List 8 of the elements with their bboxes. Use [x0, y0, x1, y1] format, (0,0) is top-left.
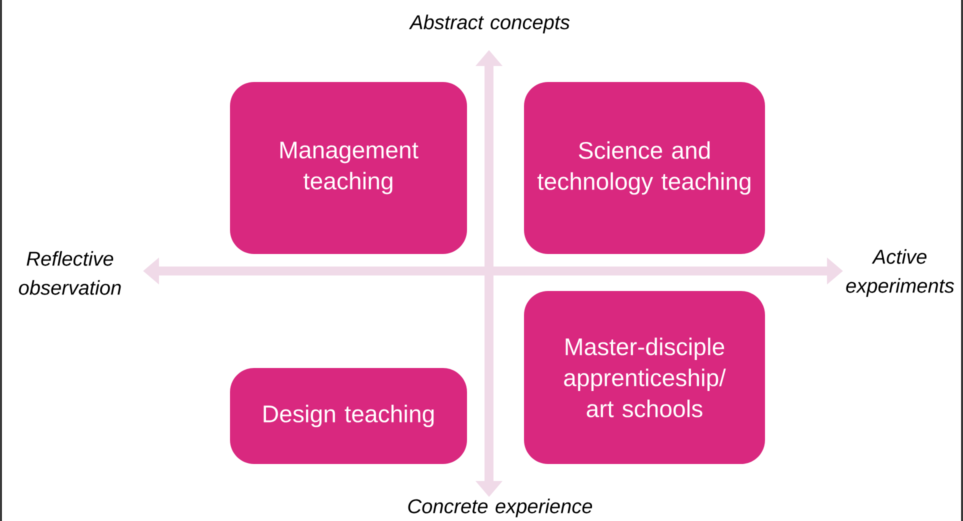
axis-label: Active experiments: [846, 249, 954, 297]
axis-label: Concrete experience: [408, 498, 592, 518]
teaching-box: Science and technology teaching: [524, 82, 765, 254]
axis-label: Abstract concepts: [408, 14, 570, 34]
teaching-box: Management teaching: [230, 82, 467, 254]
teaching-box: Master-disciple apprenticeship/ art schools: [524, 290, 765, 464]
teaching-box: Design teaching: [230, 368, 467, 464]
axis-label: Reflective observation: [18, 251, 121, 295]
